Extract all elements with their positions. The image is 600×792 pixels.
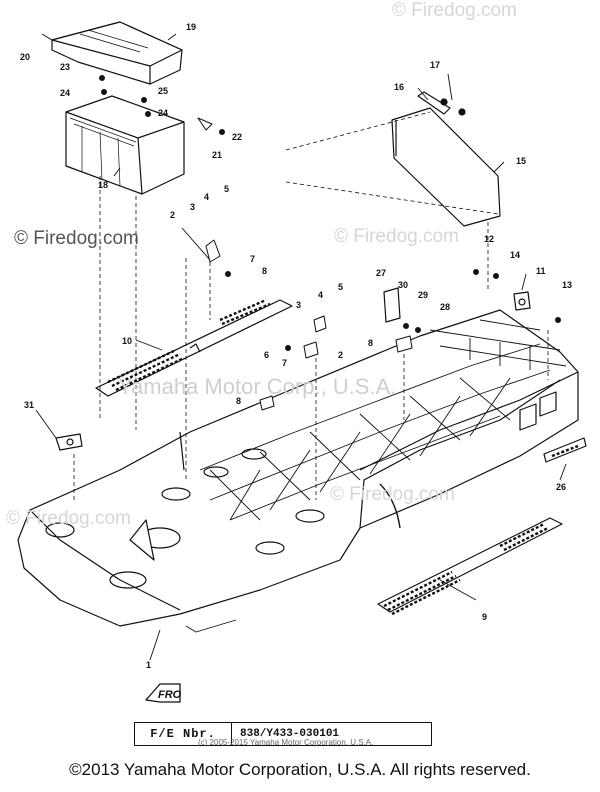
- callout-29: 29: [418, 290, 428, 300]
- callout-23: 23: [60, 62, 70, 72]
- callout-5b: 5: [338, 282, 343, 292]
- plate-part-27: [383, 287, 401, 323]
- callout-6: 6: [264, 350, 269, 360]
- watermark-center: Yamaha Motor Corp., U.S.A.: [118, 374, 397, 399]
- callout-7a: 7: [250, 254, 255, 264]
- callout-2a: 2: [170, 210, 175, 220]
- callout-21: 21: [212, 150, 222, 160]
- callout-24a: 24: [60, 88, 70, 98]
- callout-10: 10: [122, 336, 132, 346]
- front-direction-arrow: [145, 683, 181, 703]
- callout-27: 27: [376, 268, 386, 278]
- callout-16: 16: [394, 82, 404, 92]
- callout-26: 26: [556, 482, 566, 492]
- callout-4a: 4: [204, 192, 209, 202]
- callout-14: 14: [510, 250, 520, 260]
- callout-20: 20: [20, 52, 30, 62]
- watermark-right-mid: © Firedog.com: [334, 226, 459, 247]
- callout-8b: 8: [236, 396, 241, 406]
- guide-lines: [73, 111, 549, 500]
- callout-19: 19: [186, 22, 196, 32]
- frame-number-box: F/E Nbr. 838/Y433-030101: [134, 722, 432, 746]
- callout-3a: 3: [190, 202, 195, 212]
- running-board-part-10: [95, 298, 293, 397]
- callout-labels: 19 20 23 24 25 24 22 21 18 5 4 3 2 7 8 1…: [20, 22, 572, 701]
- frame-number-label: F/E Nbr.: [135, 723, 232, 745]
- callout-24b: 24: [158, 108, 168, 118]
- bracket-part-31: [55, 433, 83, 451]
- leader-lines: [35, 33, 567, 661]
- front-direction-label: FRO: [158, 689, 182, 701]
- callout-30: 30: [398, 280, 408, 290]
- chassis-frame-part-1: [17, 309, 579, 633]
- callout-15: 15: [516, 156, 526, 166]
- callout-5a: 5: [224, 184, 229, 194]
- reflector-part-26: [543, 437, 587, 463]
- callout-25: 25: [158, 86, 168, 96]
- footer-copyright: ©2013 Yamaha Motor Corporation, U.S.A. A…: [69, 760, 531, 779]
- callout-28: 28: [440, 302, 450, 312]
- callout-9: 9: [482, 612, 487, 622]
- lid-cover-part-19: [51, 21, 183, 85]
- running-board-part-9: [377, 517, 563, 616]
- hinge-part-11: [513, 291, 531, 311]
- fasteners-box: [41, 33, 225, 135]
- callout-3b: 3: [296, 300, 301, 310]
- callout-22: 22: [232, 132, 242, 142]
- callout-11: 11: [536, 266, 546, 276]
- watermark-bottom-left: © Firedog.com: [6, 508, 131, 529]
- callout-2b: 2: [338, 350, 343, 360]
- callout-8a: 8: [262, 266, 267, 276]
- callout-4b: 4: [318, 290, 323, 300]
- callout-7b: 7: [282, 358, 287, 368]
- callout-31: 31: [24, 400, 34, 410]
- callout-12: 12: [484, 234, 494, 244]
- watermark-bottom-mid: © Firedog.com: [330, 484, 455, 505]
- callout-18: 18: [98, 180, 108, 190]
- small-copyright: (c) 2005-2015 Yamaha Motor Corporation, …: [198, 738, 374, 747]
- watermark-left-mid: © Firedog.com: [14, 228, 139, 249]
- watermark-top-right: © Firedog.com: [392, 0, 517, 21]
- callout-17: 17: [430, 60, 440, 70]
- storage-box-part-18: [65, 95, 185, 195]
- callout-13: 13: [562, 280, 572, 290]
- hardware-cluster: [205, 239, 561, 411]
- callout-8c: 8: [368, 338, 373, 348]
- callout-1: 1: [146, 660, 151, 670]
- frame-number-value: 838/Y433-030101: [240, 728, 340, 740]
